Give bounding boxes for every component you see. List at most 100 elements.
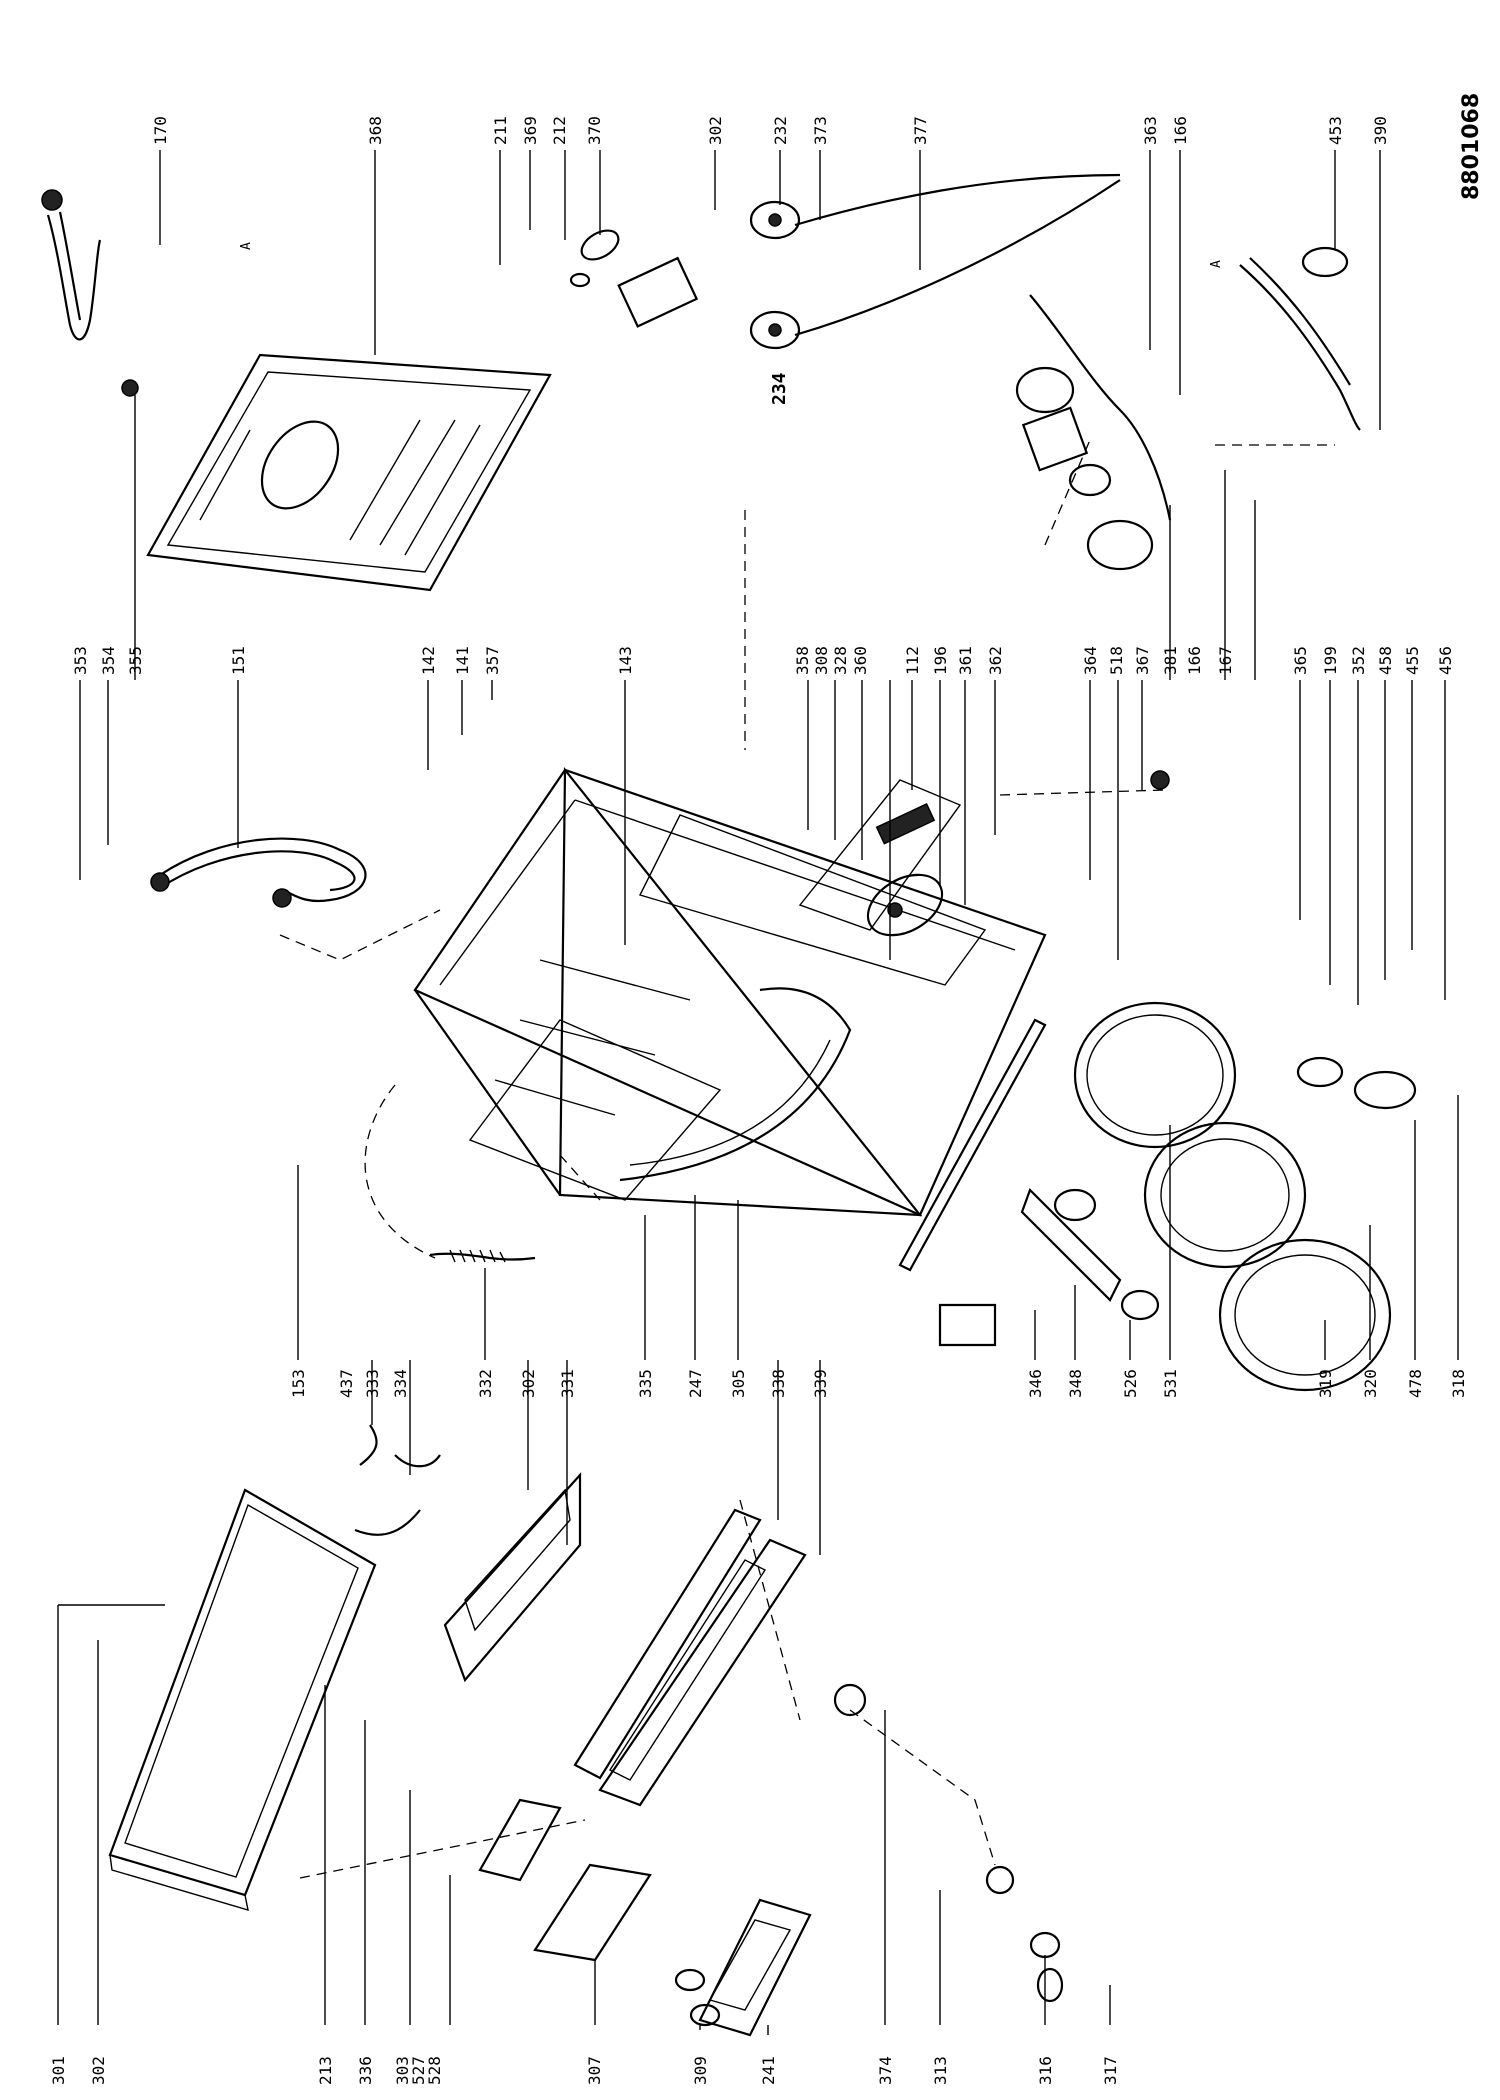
plate-318 xyxy=(1353,1070,1417,1110)
callout-318: 318 xyxy=(1449,1369,1468,1398)
lamp-374 xyxy=(833,1683,867,1717)
callout-307: 307 xyxy=(585,2056,604,2085)
callout-362: 362 xyxy=(986,646,1005,675)
callout-211: 211 xyxy=(491,116,510,145)
marker-a: A xyxy=(239,242,254,250)
callout-354: 354 xyxy=(99,646,118,675)
callout-373: 373 xyxy=(811,116,830,145)
callout-213: 213 xyxy=(316,2056,335,2085)
part-drawings xyxy=(41,173,1417,2037)
callout-309: 309 xyxy=(691,2056,710,2085)
callout-153: 153 xyxy=(289,1369,308,1398)
callout-353: 353 xyxy=(71,646,90,675)
callout-313: 313 xyxy=(931,2056,950,2085)
door-assembly xyxy=(1073,1001,1392,1392)
callout-317: 317 xyxy=(1101,2056,1120,2085)
callout-151: 151 xyxy=(229,646,248,675)
callout-370: 370 xyxy=(585,116,604,145)
dispenser-hoses xyxy=(354,1424,441,1536)
callout-320: 320 xyxy=(1361,1369,1380,1398)
callout-141: 141 xyxy=(453,646,472,675)
callout-531: 531 xyxy=(1161,1369,1180,1398)
callout-458: 458 xyxy=(1376,646,1395,675)
callout-355: 355 xyxy=(126,646,145,675)
top-lid xyxy=(108,1488,377,1911)
callout-301: 301 xyxy=(49,2056,68,2085)
drain-pump-group xyxy=(1015,294,1172,571)
knob-317 xyxy=(1036,1967,1064,2003)
callout-352: 352 xyxy=(1349,646,1368,675)
callout-377: 377 xyxy=(911,116,930,145)
callout-196: 196 xyxy=(931,646,950,675)
clip-355 xyxy=(121,379,139,397)
callout-232: 232 xyxy=(771,116,790,145)
callout-319: 319 xyxy=(1316,1369,1335,1398)
callout-368: 368 xyxy=(366,116,385,145)
callout-336: 336 xyxy=(356,2056,375,2085)
drive-assembly xyxy=(798,779,962,937)
capacitor-b xyxy=(689,2003,721,2027)
callout-303: 303 xyxy=(393,2056,412,2085)
heater-group xyxy=(569,229,699,328)
callout-365: 365 xyxy=(1291,646,1310,675)
callout-367: 367 xyxy=(1133,646,1152,675)
cabinet-frame xyxy=(413,766,1047,1217)
programmer xyxy=(698,1898,812,2037)
switch-313 xyxy=(985,1865,1015,1895)
callout-364: 364 xyxy=(1081,646,1100,675)
callout-374: 374 xyxy=(876,2056,895,2085)
callout-453: 453 xyxy=(1326,116,1345,145)
callout-166: 166 xyxy=(1185,646,1204,675)
document-number: 8801068 xyxy=(1459,93,1484,200)
leader-lines xyxy=(57,150,1459,2035)
fitting-367 xyxy=(1150,770,1170,790)
callout-478: 478 xyxy=(1406,1369,1425,1398)
inlet-hose xyxy=(150,837,367,908)
marker-a-2: A xyxy=(1209,260,1224,268)
callout-143: 143 xyxy=(616,646,635,675)
callout-labels: 301 302 213 336 303 527 528 307 309 241 … xyxy=(49,116,1468,2085)
callout-170: 170 xyxy=(151,116,170,145)
hose-390 xyxy=(1239,246,1361,431)
callout-358: 358 xyxy=(793,646,812,675)
callout-333: 333 xyxy=(363,1369,382,1398)
hinge-318 xyxy=(1296,1056,1344,1088)
callout-526: 526 xyxy=(1121,1369,1140,1398)
callout-360: 360 xyxy=(851,646,870,675)
callout-112: 112 xyxy=(903,646,922,675)
callout-518: 518 xyxy=(1107,646,1126,675)
drain-hose xyxy=(41,189,102,341)
callout-199: 199 xyxy=(1321,646,1340,675)
callout-302-b: 302 xyxy=(519,1369,538,1398)
callout-338: 338 xyxy=(769,1369,788,1398)
callout-234: 234 xyxy=(769,372,790,405)
callout-247: 247 xyxy=(686,1369,705,1398)
callout-437: 437 xyxy=(337,1369,356,1398)
spring-coils xyxy=(449,1249,506,1263)
callout-241: 241 xyxy=(759,2056,778,2085)
callout-332: 332 xyxy=(476,1369,495,1398)
callout-212: 212 xyxy=(550,116,569,145)
callout-527: 527 xyxy=(409,2056,428,2085)
callout-305: 305 xyxy=(729,1369,748,1398)
callout-528: 528 xyxy=(425,2056,444,2085)
callout-346: 346 xyxy=(1026,1369,1045,1398)
dispenser-drawer xyxy=(478,1798,652,1962)
pressure-switches xyxy=(749,200,801,350)
front-lower-items xyxy=(938,1188,1160,1347)
callout-302: 302 xyxy=(89,2056,108,2085)
callout-328: 328 xyxy=(831,646,850,675)
callout-456: 456 xyxy=(1436,646,1455,675)
callout-331: 331 xyxy=(558,1369,577,1398)
callout-357: 357 xyxy=(483,646,502,675)
callout-334: 334 xyxy=(391,1369,410,1398)
callout-361: 361 xyxy=(956,646,975,675)
detergent-dispenser xyxy=(443,1472,582,1683)
callout-455: 455 xyxy=(1403,646,1422,675)
fixing-strip xyxy=(898,1018,1047,1272)
callout-335: 335 xyxy=(636,1369,655,1398)
callout-316: 316 xyxy=(1036,2056,1055,2085)
callout-308: 308 xyxy=(812,646,831,675)
pressure-tubes xyxy=(794,173,1121,337)
